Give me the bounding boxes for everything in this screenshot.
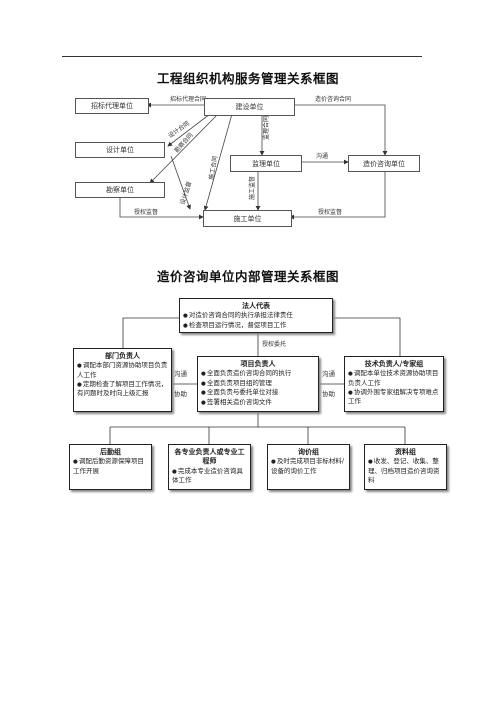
- project-manager-title: 项目负责人: [240, 359, 276, 368]
- project-manager-item: 全面负责造价咨询合同的执行: [201, 369, 315, 378]
- inquiry-box: 询价组 及时完成项目非标材料/设备的询价工作: [267, 444, 350, 490]
- docs-box: 资料组 收发、登记、收集、整理、归档项目造价咨询资料: [364, 444, 447, 490]
- right-comm-1: 沟通: [322, 370, 335, 378]
- logistics-title: 后勤组: [100, 447, 121, 456]
- edge-label-zhaobiao-contract: 招标代理合同: [170, 95, 206, 103]
- inquiry-item: 及时完成项目非标材料/设备的询价工作: [271, 457, 346, 475]
- node-zhaobiao: 招标代理单位: [75, 98, 149, 114]
- legal-rep-item: 对造价咨询合同的执行承担法律责任: [183, 311, 329, 320]
- engineers-title: 各专业负责人或专业工程师: [174, 447, 245, 466]
- diagram2-title: 造价咨询单位内部管理关系框图: [156, 269, 339, 284]
- left-comm-2: 协助: [174, 390, 187, 398]
- dept-head-title: 部门负责人: [105, 351, 140, 360]
- node-jianli: 监理单位: [230, 155, 302, 172]
- dept-head-item: 定期检查了解项目工作情况，有问题时及时向上级汇报: [77, 380, 168, 398]
- edge-label-zaojia-contract: 造价咨询合同: [315, 95, 351, 103]
- diagram1-title: 工程组织机构服务管理关系框图: [156, 71, 339, 86]
- tech-lead-box: 技术负责人/专家组 调配本单位技术资源协助项目负责人工作 协调外围专家组解决专项…: [344, 356, 444, 412]
- node-sheji: 设计单位: [75, 142, 165, 158]
- edge-label-authorize-left: 授权监督: [134, 208, 158, 216]
- legal-rep-title: 法人代表: [242, 301, 270, 310]
- docs-title: 资料组: [395, 447, 416, 456]
- node-kancha: 勘察单位: [75, 182, 165, 198]
- tech-lead-item: 协调外围专家组解决专项难点工作: [348, 388, 440, 406]
- project-manager-item: 签署相关造价咨询文件: [201, 398, 315, 407]
- logistics-item: 调配后勤资源保障项目工作开展: [73, 457, 148, 475]
- engineers-item: 完成本专业造价咨询具体工作: [172, 467, 247, 485]
- docs-item: 收发、登记、收集、整理、归档项目造价咨询资料: [368, 457, 443, 484]
- legal-rep-box: 法人代表 对造价咨询合同的执行承担法律责任 检查项目运行情况，督促项目工作: [179, 298, 333, 333]
- node-shigong: 施工单位: [203, 210, 292, 227]
- edge-label-authorize-right: 授权监督: [318, 208, 342, 216]
- tech-lead-title: 技术负责人/专家组: [364, 359, 424, 368]
- inquiry-title: 询价组: [298, 447, 319, 456]
- node-zaojia: 造价咨询单位: [348, 155, 420, 172]
- tech-lead-item: 调配本单位技术资源协助项目负责人工作: [348, 369, 440, 387]
- authorize-label: 授权委托: [262, 340, 286, 348]
- dept-head-box: 部门负责人 调配本部门资源协助项目负责人工作 定期检查了解项目工作情况，有问题时…: [73, 348, 172, 412]
- logistics-box: 后勤组 调配后勤资源保障项目工作开展: [69, 444, 152, 490]
- project-manager-item: 全面负责与委托单位对接: [201, 388, 315, 397]
- project-manager-box: 项目负责人 全面负责造价咨询合同的执行 全面负责项目组的管理 全面负责与委托单位…: [197, 356, 319, 412]
- left-comm-1: 沟通: [174, 370, 187, 378]
- edge-label-construct-supervise: 施工监督: [248, 176, 256, 200]
- legal-rep-item: 检查项目运行情况，督促项目工作: [183, 321, 329, 330]
- edge-label-jianli-contract: 监理合同: [262, 116, 270, 140]
- node-jianshe: 建设单位: [204, 98, 295, 116]
- project-manager-item: 全面负责项目组的管理: [201, 379, 315, 388]
- dept-head-item: 调配本部门资源协助项目负责人工作: [77, 361, 168, 379]
- engineers-box: 各专业负责人或专业工程师 完成本专业造价咨询具体工作: [168, 444, 251, 490]
- header-rule: [62, 56, 422, 57]
- edge-label-communicate: 沟通: [316, 152, 328, 160]
- right-comm-2: 协助: [322, 390, 335, 398]
